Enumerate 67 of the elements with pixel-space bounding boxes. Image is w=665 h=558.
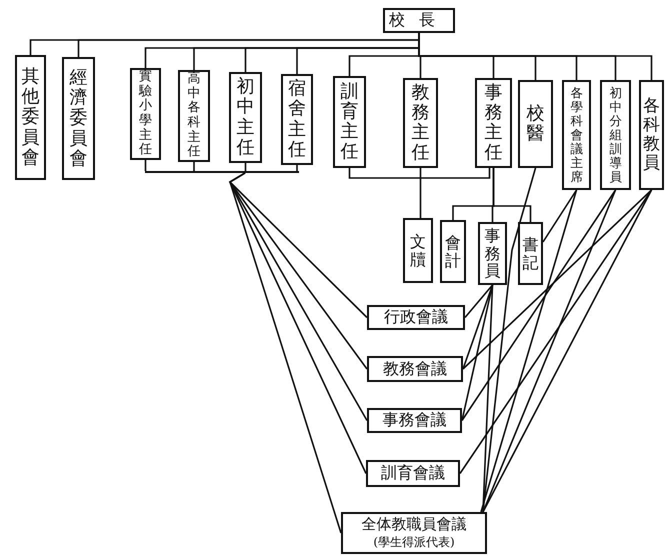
connector-line: [461, 190, 616, 421]
node-label: 各學科會議主席: [570, 86, 583, 184]
meeting-box: [341, 512, 487, 554]
staff-box: [518, 222, 543, 285]
position-box: [178, 70, 210, 162]
connector-line: [480, 190, 578, 512]
node-label: 訓育主任: [340, 82, 358, 162]
committee-box: [62, 57, 95, 180]
connector-line: [348, 168, 490, 179]
node-label: 全体教職員會議: [362, 515, 466, 534]
node-label: 事務主任: [484, 82, 502, 164]
node-label: 經濟委員會: [70, 68, 88, 169]
connector-line: [462, 189, 652, 370]
node-label: 實驗小學主任: [139, 70, 152, 158]
meeting-box: [367, 408, 462, 433]
node-label: 校長: [389, 10, 449, 31]
connector-line: [482, 168, 536, 512]
connector-line: [482, 190, 652, 512]
note-text: (學生得派代表): [373, 534, 455, 551]
node-label: 初中分組訓導員: [609, 86, 622, 184]
position-box: [562, 80, 591, 190]
position-box: [403, 78, 438, 168]
node-label: 高中各科主任: [188, 72, 200, 160]
position-box: [229, 72, 262, 163]
connector-line: [492, 168, 532, 222]
node-label: 書記: [522, 236, 538, 272]
node-label: 校醫: [526, 104, 544, 144]
position-box: [333, 76, 366, 168]
connector-line: [482, 284, 494, 512]
connector-line: [418, 33, 652, 80]
node-label: 其他委員會: [22, 67, 40, 168]
connector-line: [296, 165, 298, 171]
node-label: 事務員: [484, 226, 500, 280]
node-label: 初中主任: [236, 77, 254, 158]
node-label: 宿舍主任: [288, 79, 306, 160]
staff-box: [440, 220, 466, 283]
connector-line: [420, 168, 422, 218]
connector-line: [464, 284, 494, 318]
connector-line: [482, 190, 616, 512]
position-box: [130, 68, 161, 160]
staff-box: [403, 218, 433, 283]
connector-line: [459, 190, 652, 474]
node-label: 會計: [445, 234, 461, 270]
position-box: [475, 78, 512, 168]
connector-line: [144, 160, 146, 171]
title-box: [383, 8, 455, 33]
node-label: 文牘: [410, 232, 426, 268]
committee-box: [15, 55, 46, 180]
connector-line: [244, 163, 246, 171]
connector-line: [462, 284, 494, 370]
connector-line: [542, 190, 578, 242]
node-label: 訓育會議: [381, 463, 445, 484]
node-label: 教務會議: [383, 358, 447, 380]
connector-line: [229, 172, 342, 534]
position-box: [639, 80, 664, 190]
node-label: 行政會議: [384, 307, 448, 328]
position-box: [281, 74, 313, 165]
position-box: [600, 80, 631, 190]
position-box: [518, 80, 553, 168]
staff-box: [478, 222, 507, 285]
node-label: 事務會議: [382, 410, 446, 431]
meeting-box: [367, 356, 463, 382]
node-label: 教務主任: [412, 82, 430, 164]
meeting-box: [367, 305, 465, 330]
connector-line: [193, 162, 195, 171]
node-label: 各科教員: [643, 96, 660, 174]
meeting-box: [366, 460, 460, 487]
